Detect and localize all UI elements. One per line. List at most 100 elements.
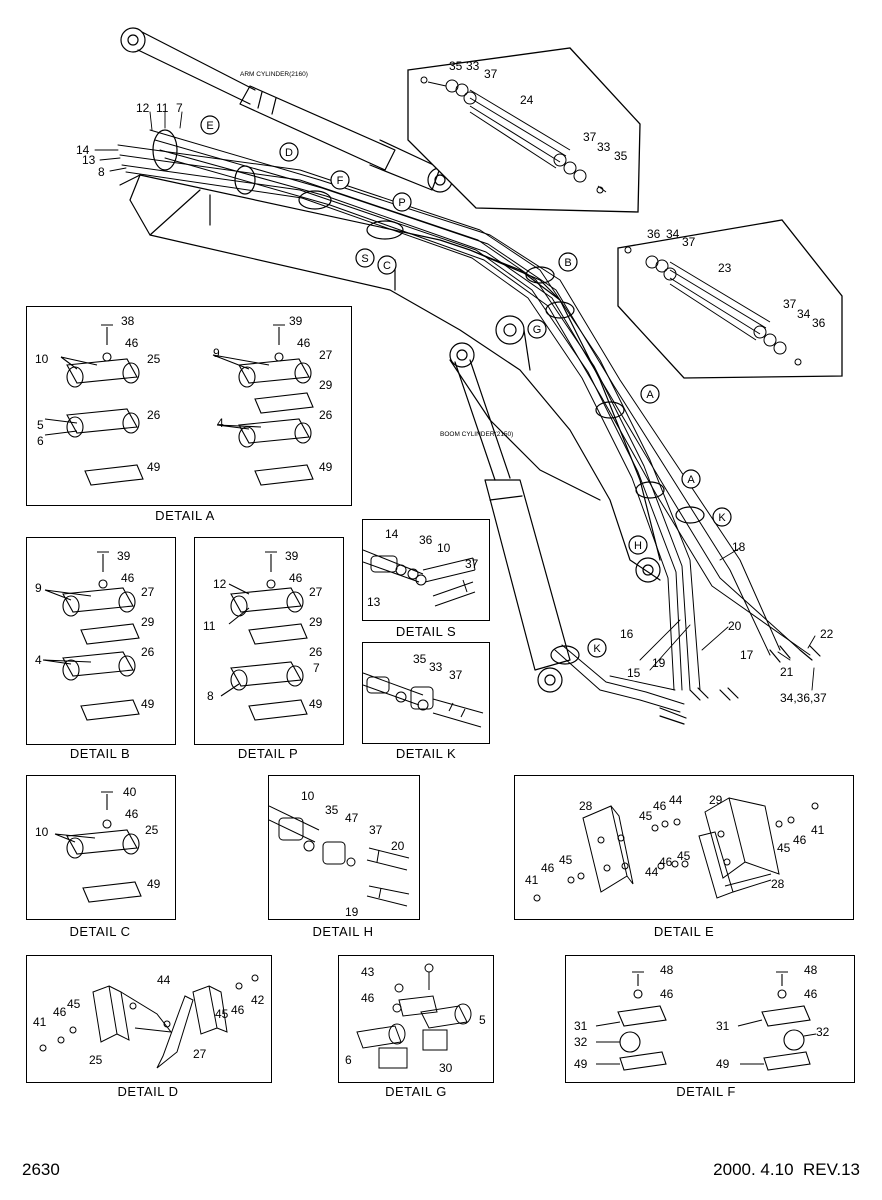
part-number: 25 [145, 823, 159, 837]
part-number: 36 [647, 227, 661, 241]
part-number: 38 [121, 314, 135, 328]
part-number: 10 [35, 825, 49, 839]
callout-letter: G [533, 324, 542, 336]
detail-g-caption: DETAIL G [385, 1084, 447, 1099]
detail-c-box: 40 46 10 25 49 [26, 775, 176, 920]
part-number: 19 [652, 656, 666, 670]
callout-letter: C [383, 260, 391, 272]
part-number: 48 [660, 963, 674, 977]
part-number: 29 [709, 793, 723, 807]
part-number: 13 [82, 153, 96, 167]
hose-ends [659, 645, 821, 725]
part-number: 39 [285, 549, 299, 563]
part-number: 36 [812, 316, 826, 330]
callout-letter: E [206, 120, 213, 132]
part-number: 14 [385, 527, 399, 541]
part-number: 34 [797, 307, 811, 321]
detail-k-box: 35 33 37 [362, 642, 490, 744]
detail-a-caption: DETAIL A [155, 508, 215, 523]
part-number: 15 [627, 666, 641, 680]
part-number: 5 [37, 418, 44, 432]
part-number: 35 [413, 652, 427, 666]
arm-cylinder-label: ARM CYLINDER(2160) [240, 71, 308, 78]
pipe-bundle [117, 129, 811, 713]
part-number: 41 [33, 1015, 47, 1029]
detail-p-box: 39 46 12 27 11 29 26 7 8 49 [194, 537, 344, 745]
part-number: 11 [203, 619, 216, 633]
inset-mid-right: 36 34 37 23 37 34 36 [617, 219, 843, 379]
part-number: 44 [669, 793, 683, 807]
main-part-numbers: 12 11 7 14 13 8 15 16 17 18 19 20 21 22 … [76, 101, 834, 705]
detail-s-caption: DETAIL S [395, 624, 457, 639]
part-number: 7 [313, 661, 320, 675]
part-number: 33 [597, 140, 611, 154]
callout-letter: A [687, 474, 695, 486]
part-number: 46 [53, 1005, 67, 1019]
revision-date: 2000. 4.10 REV.13 [713, 1160, 860, 1179]
part-number: 28 [579, 799, 593, 813]
part-number: 20 [391, 839, 405, 853]
part-number: 17 [740, 648, 754, 662]
part-number: 46 [659, 855, 673, 869]
part-number: 22 [820, 627, 834, 641]
detail-h-caption: DETAIL H [312, 924, 374, 939]
detail-s-box: 14 36 10 37 13 [362, 519, 490, 621]
part-number: 46 [361, 991, 375, 1005]
part-number: 9 [35, 581, 42, 595]
part-number: 29 [309, 615, 323, 629]
part-number: 19 [345, 905, 359, 919]
callout-letter: D [285, 147, 293, 159]
part-number: 46 [289, 571, 303, 585]
part-number: 41 [811, 823, 825, 837]
part-number: 27 [319, 348, 333, 362]
detail-e-caption: DETAIL E [653, 924, 715, 939]
part-number: 49 [574, 1057, 588, 1071]
part-number: 49 [147, 460, 161, 474]
part-number: 29 [319, 378, 333, 392]
part-number: 48 [804, 963, 818, 977]
detail-d-caption: DETAIL D [117, 1084, 179, 1099]
part-number: 37 [369, 823, 383, 837]
part-number: 49 [716, 1057, 730, 1071]
part-number: 32 [574, 1035, 588, 1049]
callout-letter: K [593, 643, 601, 655]
part-number: 26 [141, 645, 155, 659]
callout-letter: A [646, 389, 654, 401]
part-number: 8 [207, 689, 214, 703]
part-number: 12 [213, 577, 227, 591]
part-number: 49 [141, 697, 155, 711]
pipe-clamps [152, 129, 705, 665]
part-number: 41 [525, 873, 539, 887]
part-number: 33 [466, 59, 480, 73]
page-number: 2630 [22, 1160, 60, 1179]
part-number: 42 [251, 993, 265, 1007]
part-number: 45 [677, 849, 691, 863]
callout-letter: F [337, 175, 344, 187]
part-number: 31 [716, 1019, 730, 1033]
detail-f-caption: DETAIL F [676, 1084, 736, 1099]
leader-lines [94, 111, 816, 691]
detail-b-caption: DETAIL B [69, 746, 131, 761]
part-number: 23 [718, 261, 732, 275]
part-number: 46 [125, 336, 139, 350]
part-number: 13 [367, 595, 381, 609]
part-number: 37 [682, 235, 696, 249]
callout-letter: P [398, 197, 405, 209]
part-number: 44 [645, 865, 659, 879]
boom-cylinder-label: BOOM CYLINDER(2150) [440, 431, 513, 438]
detail-p-caption: DETAIL P [237, 746, 299, 761]
boom-body [119, 174, 661, 583]
callout-letter: K [718, 512, 726, 524]
part-number: 35 [449, 59, 463, 73]
detail-b-box: 39 46 9 27 29 4 26 49 [26, 537, 176, 745]
part-number: 37 [484, 67, 498, 81]
part-number: 49 [319, 460, 333, 474]
part-number: 10 [437, 541, 451, 555]
part-number: 39 [289, 314, 303, 328]
part-number: 25 [89, 1053, 103, 1067]
part-number: 46 [125, 807, 139, 821]
part-number: 4 [217, 416, 224, 430]
detail-callouts [200, 115, 732, 658]
part-number: 46 [660, 987, 674, 1001]
